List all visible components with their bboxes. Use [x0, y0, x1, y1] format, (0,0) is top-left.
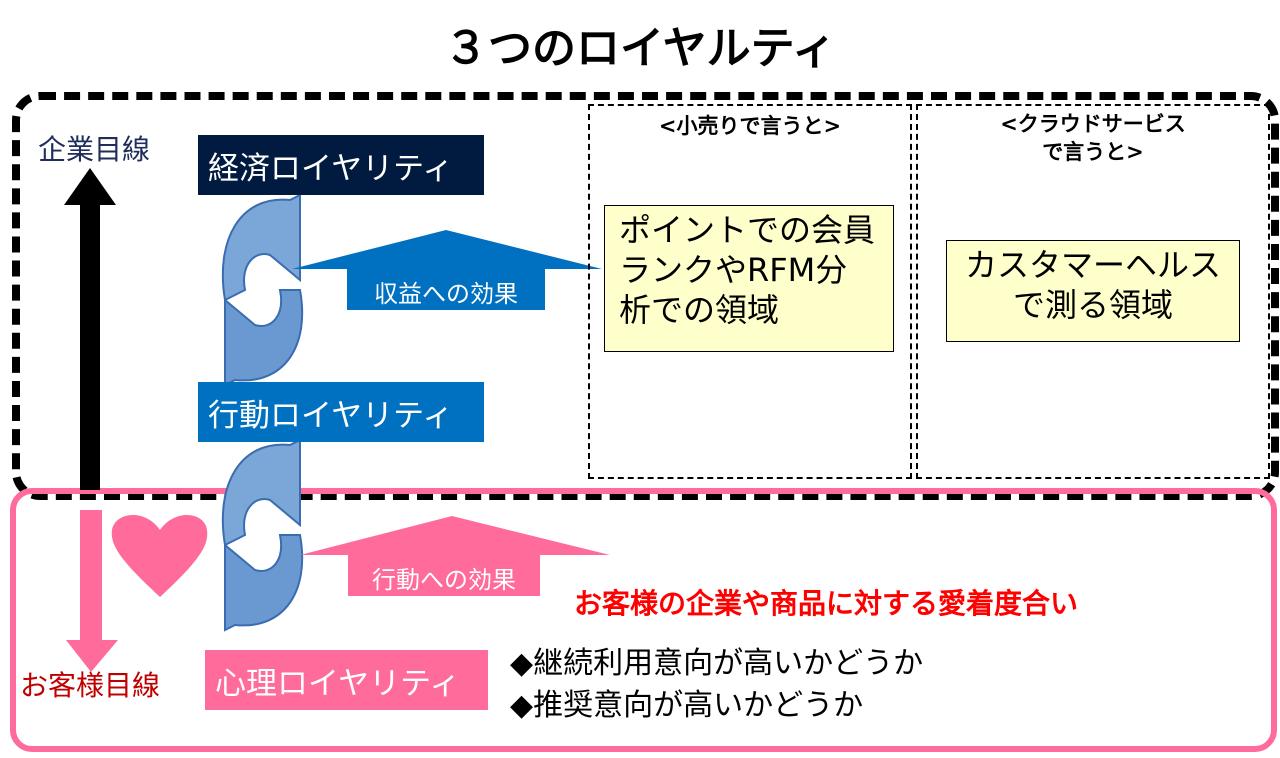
- cloud-header-line2: で言うと>: [1042, 140, 1144, 164]
- up-arrow-icon: [64, 168, 116, 490]
- retail-panel: <小売りで言うと>: [588, 104, 912, 479]
- cloud-header-line1: <クラウドサービス: [1000, 112, 1186, 136]
- cycle-arrow-icon: [221, 193, 304, 387]
- revenue-effect-arrow: [292, 230, 602, 310]
- down-arrow-icon: [66, 510, 118, 672]
- customer-perspective-frame: [10, 488, 1277, 752]
- bullet-item: ◆推奨意向が高いかどうか: [510, 688, 864, 723]
- behavioral-loyalty-box: 行動ロイヤリティ: [198, 382, 484, 442]
- diagram-title: ３つのロイヤルティ: [443, 23, 837, 74]
- cloud-description: カスタマーヘルスで測る領域: [946, 240, 1240, 342]
- corporate-perspective-frame: [12, 92, 1279, 500]
- psychological-loyalty-box: 心理ロイヤリティ: [205, 650, 488, 710]
- behavior-effect-label: 行動への効果: [372, 566, 516, 594]
- bullet-item: ◆継続利用意向が高いかどうか: [510, 646, 924, 681]
- customer-headline: お客様の企業や商品に対する愛着度合い: [574, 587, 1079, 620]
- cycle-arrow-icon: [221, 438, 304, 632]
- retail-description: ポイントでの会員ランクやRFM分析での領域: [604, 205, 894, 352]
- heart-icon: [111, 514, 208, 597]
- cloud-panel: <クラウドサービス で言うと>: [916, 104, 1270, 479]
- customer-perspective-label: お客様目線: [20, 669, 161, 702]
- economic-loyalty-box: 経済ロイヤリティ: [198, 135, 484, 195]
- corporate-perspective-label: 企業目線: [38, 133, 151, 166]
- behavior-effect-arrow: [300, 516, 610, 596]
- revenue-effect-label: 収益への効果: [374, 280, 518, 308]
- retail-header: <小売りで言うと>: [658, 114, 842, 138]
